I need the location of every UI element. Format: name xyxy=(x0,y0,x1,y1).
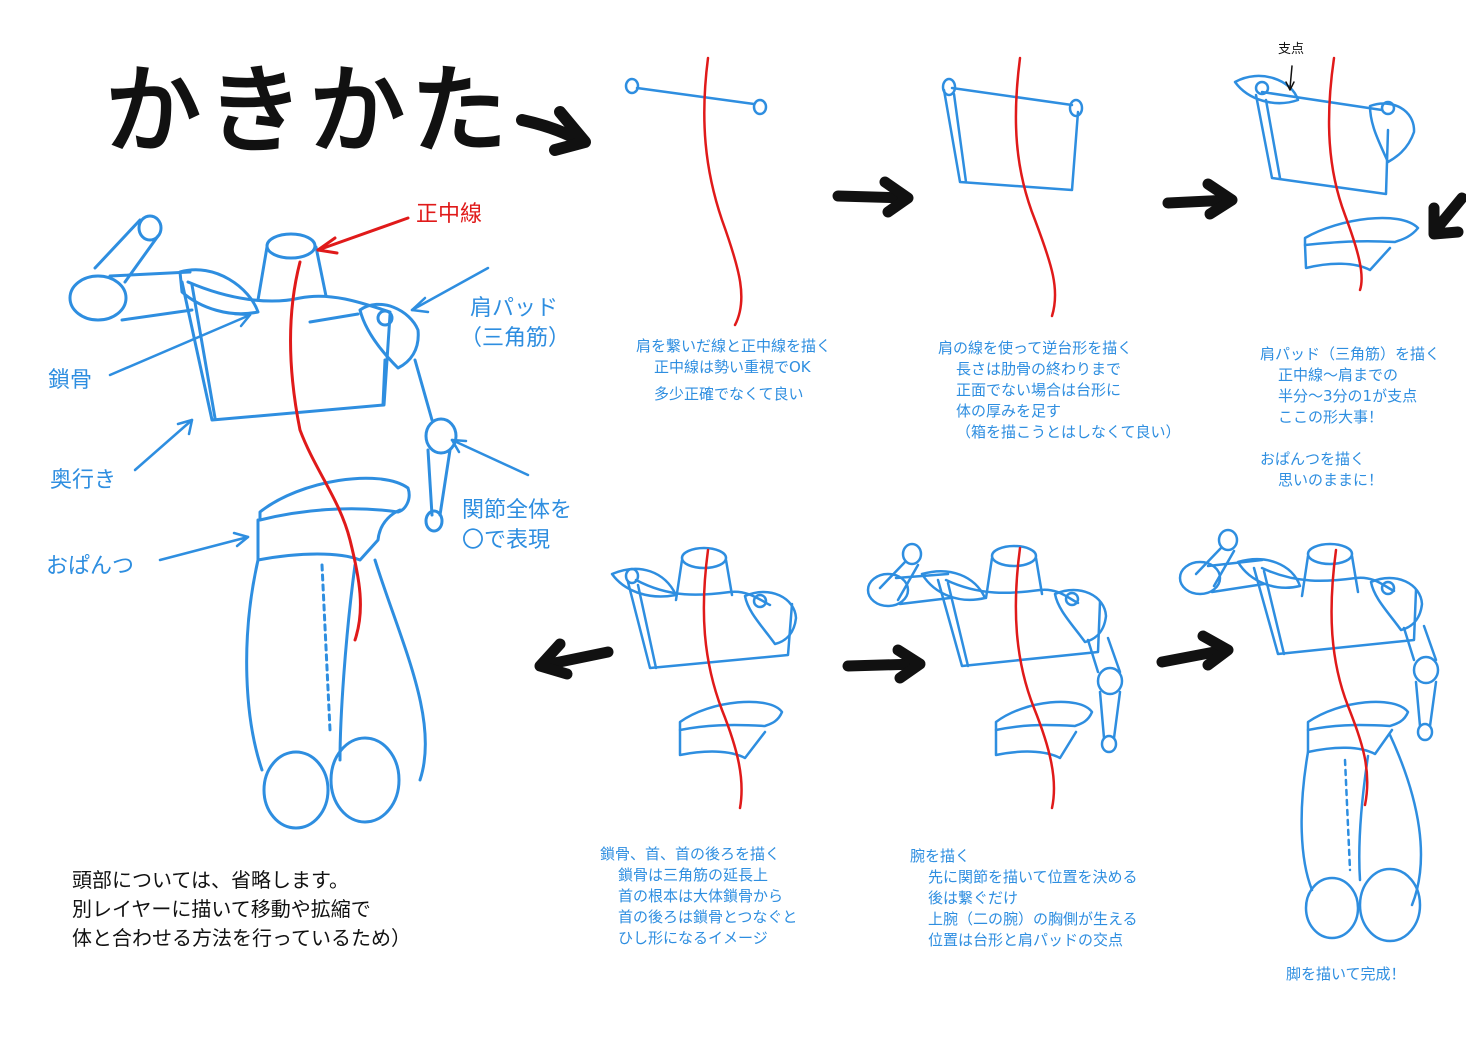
step4-line: 鎖骨は三角筋の延長上 xyxy=(618,866,769,884)
step1-line: 正中線は勢い重視でOK xyxy=(654,358,811,376)
step3-line: 肩パッド（三角筋）を描く xyxy=(1260,345,1441,363)
label-seichusen: 正中線 xyxy=(416,202,483,227)
label-katapad-line1: 肩パッド xyxy=(470,296,559,321)
step1-line: 多少正確でなくて良い xyxy=(654,385,804,403)
step5-line: 腕を描く xyxy=(910,847,971,865)
head-omission-note: 頭部については、省略します。 別レイヤーに描いて移動や拡縮で 体と合わせる方法を… xyxy=(72,866,411,953)
step3-sketch xyxy=(1233,56,1420,292)
step5-line: 上腕（二の腕）の胸側が生える xyxy=(928,910,1138,928)
step4-line: 首の根本は大体鎖骨から xyxy=(618,887,784,905)
step2-line: 体の厚みを足す xyxy=(956,402,1062,420)
step1-sketch xyxy=(624,56,768,327)
label-kansetsu-line2: 〇で表現 xyxy=(462,528,551,553)
label-kansetsu-line1: 関節全体を xyxy=(462,498,573,523)
note-line: 体と合わせる方法を行っているため） xyxy=(72,926,411,950)
step3-line: 正中線～肩までの xyxy=(1278,366,1399,384)
step4-line: 鎖骨、首、首の後ろを描く xyxy=(600,845,781,863)
step6-line: 脚を描いて完成！ xyxy=(1286,965,1406,983)
step6-notes: 脚を描いて完成！ xyxy=(1286,964,1406,985)
step4-sketch xyxy=(610,546,798,810)
main-figure xyxy=(68,214,458,830)
step3-line: 思いのままに！ xyxy=(1278,471,1384,489)
note-line: 頭部については、省略します。 xyxy=(72,868,349,892)
label-sakotsu: 鎖骨 xyxy=(48,368,93,393)
label-katapad-line2: （三角筋） xyxy=(460,326,571,351)
pointer-arrows xyxy=(108,216,530,562)
label-opantsu: おぱんつ xyxy=(46,554,135,579)
step5-line: 位置は台形と肩パッドの交点 xyxy=(928,931,1124,949)
step5-line: 先に関節を描いて位置を決める xyxy=(928,868,1138,886)
step5-notes: 腕を描く 先に関節を描いて位置を決める 後は繋ぐだけ 上腕（二の腕）の胸側が生え… xyxy=(910,846,1138,951)
step1-line: 肩を繋いだ線と正中線を描く xyxy=(636,337,832,355)
step2-notes: 肩の線を使って逆台形を描く 長さは肋骨の終わりまで 正面でない場合は台形に 体の… xyxy=(938,338,1181,443)
step2-line: 正面でない場合は台形に xyxy=(956,381,1122,399)
step2-line: 肩の線を使って逆台形を描く xyxy=(938,339,1133,357)
step1-notes: 肩を繋いだ線と正中線を描く 正中線は勢い重視でOK 多少正確でなくて良い xyxy=(636,336,831,405)
step-arrows xyxy=(534,176,1466,684)
step3-line xyxy=(1260,428,1440,449)
step5-line: 後は繋ぐだけ xyxy=(928,889,1019,907)
step3-line: 半分～3分の1が支点 xyxy=(1278,387,1418,405)
step2-line: 長さは肋骨の終わりまで xyxy=(956,360,1122,378)
note-line: 別レイヤーに描いて移動や拡縮で xyxy=(72,897,371,921)
label-shiten: 支点 xyxy=(1278,42,1305,57)
step4-notes: 鎖骨、首、首の後ろを描く 鎖骨は三角筋の延長上 首の根本は大体鎖骨から 首の後ろ… xyxy=(600,844,797,949)
label-okuyuki: 奥行き xyxy=(50,468,117,493)
step2-sketch xyxy=(941,56,1084,318)
step2-line: （箱を描こうとはしなくて良い） xyxy=(956,423,1181,441)
step5-sketch xyxy=(866,542,1124,810)
title-arrow xyxy=(516,106,591,156)
step3-notes: 肩パッド（三角筋）を描く 正中線～肩までの 半分～3分の1が支点 ここの形大事！… xyxy=(1260,344,1440,491)
step3-line: ここの形大事！ xyxy=(1278,408,1384,426)
step6-sketch xyxy=(1178,528,1440,943)
step4-line: ひし形になるイメージ xyxy=(618,929,768,947)
page-title: かきかた xyxy=(105,55,513,167)
step3-line: おぱんつを描く xyxy=(1260,450,1366,468)
step4-line: 首の後ろは鎖骨とつなぐと xyxy=(618,908,798,926)
